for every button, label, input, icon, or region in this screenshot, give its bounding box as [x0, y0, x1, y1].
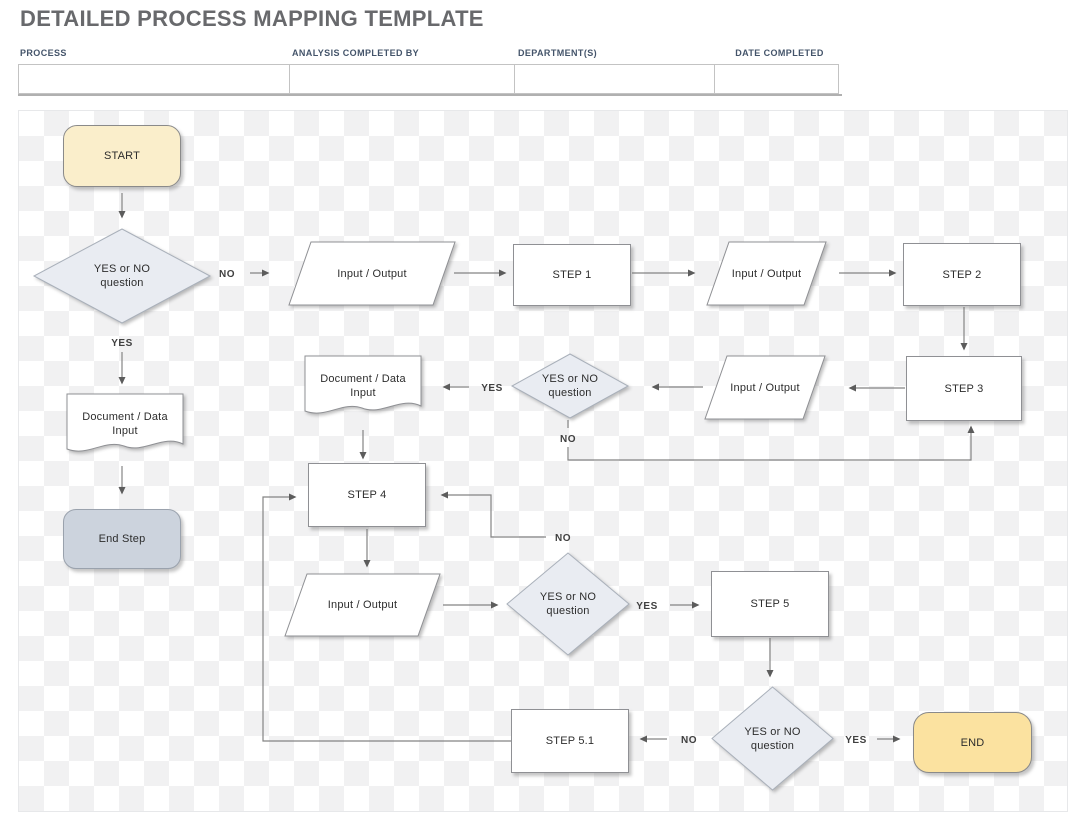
node-io1[interactable]: Input / Output	[288, 241, 456, 306]
node-end-label: END	[960, 736, 985, 749]
departments-cell	[514, 64, 715, 94]
analysis-completed-by-input[interactable]	[290, 65, 514, 93]
node-io4[interactable]: Input / Output	[284, 573, 441, 637]
node-io4-label: Input / Output	[327, 599, 398, 611]
node-doc1[interactable]: Document / Data Input	[304, 355, 422, 425]
node-end[interactable]: END	[913, 712, 1032, 773]
node-q3-decision[interactable]: YES or NO question	[506, 552, 630, 656]
parallelogram-shape	[704, 355, 826, 420]
form-labels-row: PROCESS ANALYSIS COMPLETED BY DEPARTMENT…	[18, 48, 842, 64]
node-doc2-label: Document / Data Input	[82, 411, 168, 437]
node-end-step[interactable]: End Step	[63, 509, 181, 569]
parallelogram-shape	[288, 241, 456, 306]
document-shape	[304, 355, 422, 414]
edge-label-q2-yes: YES	[481, 383, 503, 394]
node-step5-1[interactable]: STEP 5.1	[511, 709, 629, 773]
process-input[interactable]	[19, 65, 289, 93]
parallelogram-shape	[706, 241, 827, 306]
node-step1-label: STEP 1	[552, 269, 592, 281]
node-io2-label: Input / Output	[731, 267, 802, 280]
departments-label: DEPARTMENT(S)	[518, 48, 598, 58]
process-info-form: PROCESS ANALYSIS COMPLETED BY DEPARTMENT…	[18, 48, 842, 96]
node-step5[interactable]: STEP 5	[711, 571, 829, 637]
edge-label-q4-yes: YES	[845, 735, 867, 746]
diamond-shape	[510, 353, 630, 419]
date-completed-input[interactable]	[715, 65, 838, 93]
node-step2[interactable]: STEP 2	[903, 243, 1021, 306]
node-step4[interactable]: STEP 4	[308, 463, 426, 527]
node-io1-label: Input / Output	[337, 267, 407, 280]
diamond-shape	[711, 686, 834, 791]
node-q1-decision[interactable]: YES or NO question	[32, 228, 212, 324]
diamond-shape	[506, 552, 630, 656]
edge-label-q1-no: NO	[219, 269, 235, 280]
node-step2-label: STEP 2	[942, 268, 982, 281]
node-q1-label: YES or NO question	[93, 263, 151, 289]
node-doc1-label: Document / Data Input	[320, 373, 406, 399]
node-step3-label: STEP 3	[944, 382, 984, 395]
node-step4-label: STEP 4	[347, 489, 387, 501]
edge-q3-step4	[440, 491, 546, 538]
process-label: PROCESS	[20, 48, 67, 58]
analysis-completed-by-label: ANALYSIS COMPLETED BY	[292, 48, 420, 58]
node-step5-1-label: STEP 5.1	[545, 735, 595, 747]
edge-label-q2-no: NO	[560, 434, 576, 445]
edge-q2-step3	[567, 425, 975, 461]
node-step3[interactable]: STEP 3	[906, 356, 1022, 421]
diamond-shape	[32, 228, 212, 324]
edge-label-q3-no: NO	[555, 533, 571, 544]
node-q3-label: YES or NO question	[539, 591, 597, 617]
form-fields-row	[18, 64, 842, 96]
node-start-label: START	[103, 150, 141, 162]
date-completed-cell	[714, 64, 839, 94]
analysis-completed-by-cell	[289, 64, 515, 94]
edge-label-q3-yes: YES	[636, 601, 658, 612]
node-io3-label: Input / Output	[730, 381, 800, 394]
node-start[interactable]: START	[63, 125, 181, 187]
node-end-step-label: End Step	[98, 533, 146, 545]
document-shape	[66, 393, 184, 452]
node-step5-label: STEP 5	[750, 598, 790, 610]
edge-label-q4-no: NO	[681, 735, 697, 746]
node-q2-label: YES or NO question	[541, 373, 599, 399]
process-cell	[18, 64, 290, 94]
flowchart-canvas: NO YES YES NO NO YES NO YES START YES or…	[18, 110, 1068, 812]
departments-input[interactable]	[515, 65, 714, 93]
date-completed-label: DATE COMPLETED	[735, 48, 824, 58]
node-step1[interactable]: STEP 1	[513, 244, 631, 306]
node-io3[interactable]: Input / Output	[704, 355, 826, 420]
edge-label-q1-yes: YES	[111, 338, 133, 349]
node-q4-label: YES or NO question	[744, 725, 801, 752]
node-io2[interactable]: Input / Output	[706, 241, 827, 306]
node-q2-decision[interactable]: YES or NO question	[510, 353, 630, 419]
node-doc2[interactable]: Document / Data Input	[66, 393, 184, 463]
page-title: DETAILED PROCESS MAPPING TEMPLATE	[20, 6, 484, 31]
node-q4-decision[interactable]: YES or NO question	[711, 686, 834, 791]
